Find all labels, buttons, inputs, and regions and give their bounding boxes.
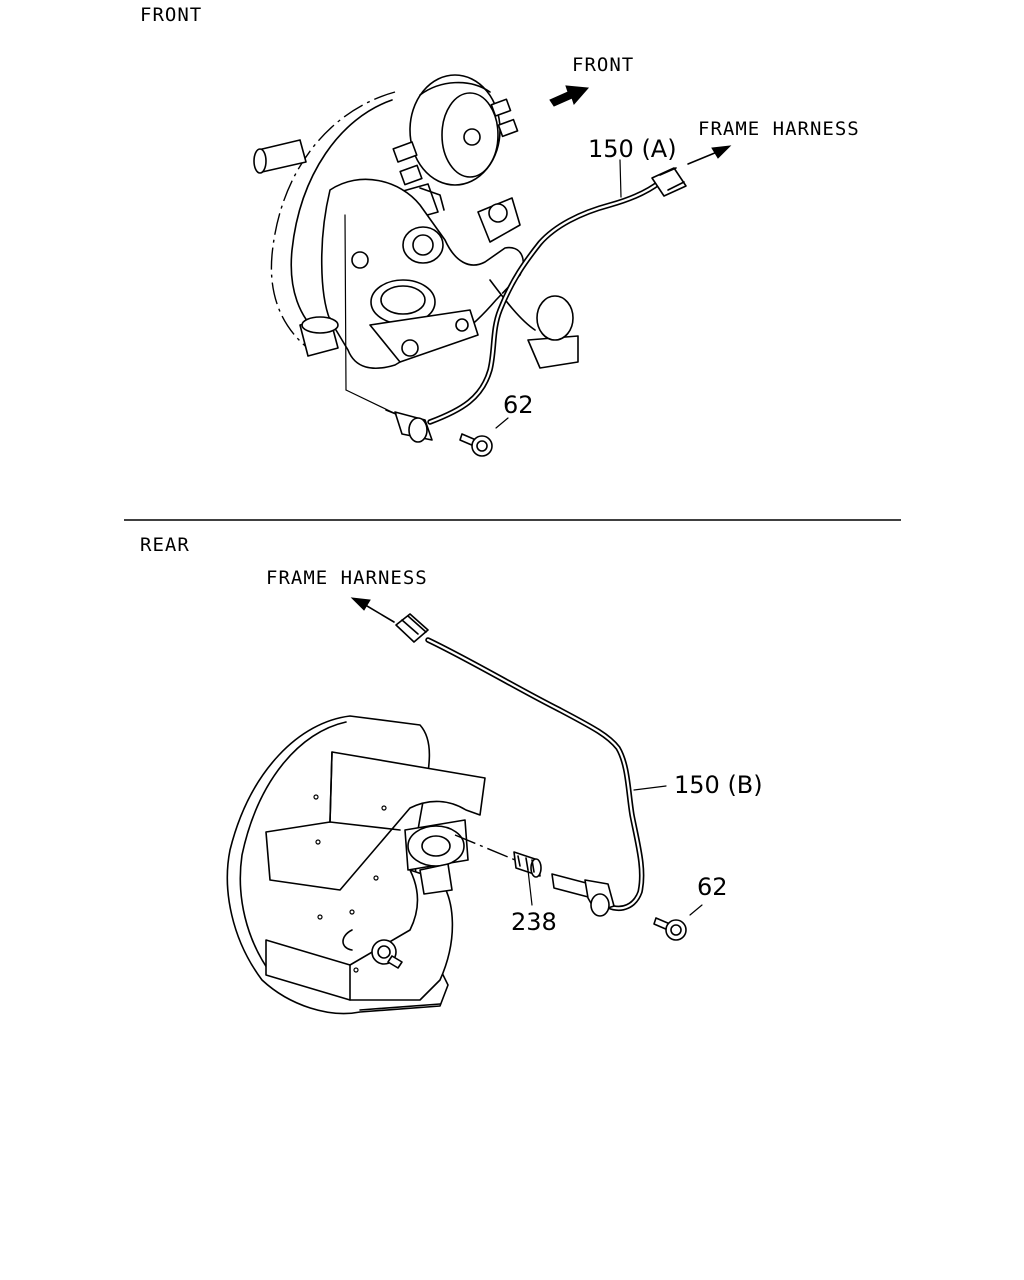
- front-backing-plate: [290, 99, 393, 336]
- front-frame-harness-label: FRAME HARNESS: [698, 118, 860, 140]
- front-direction-label: FRONT: [572, 54, 635, 76]
- rear-upper-brake-shoe: [265, 751, 486, 891]
- rear-section-title: REAR: [140, 534, 190, 556]
- callout-150a: 150 (A): [588, 135, 677, 163]
- rear-frame-harness-label: FRAME HARNESS: [266, 567, 428, 589]
- leader-238: [527, 869, 533, 906]
- callout-150b: 150 (B): [674, 771, 763, 799]
- front-direction-arrow: [549, 85, 590, 107]
- callout-238: 238: [511, 908, 557, 936]
- leader-62-rear: [689, 904, 703, 916]
- front-lower-arm: [489, 279, 536, 331]
- callout-62-front: 62: [503, 391, 534, 419]
- callout-62-rear: 62: [697, 873, 728, 901]
- front-section-title: FRONT: [140, 4, 203, 26]
- leader-150b: [633, 785, 667, 791]
- front-backing-plate-edge: [270, 91, 396, 351]
